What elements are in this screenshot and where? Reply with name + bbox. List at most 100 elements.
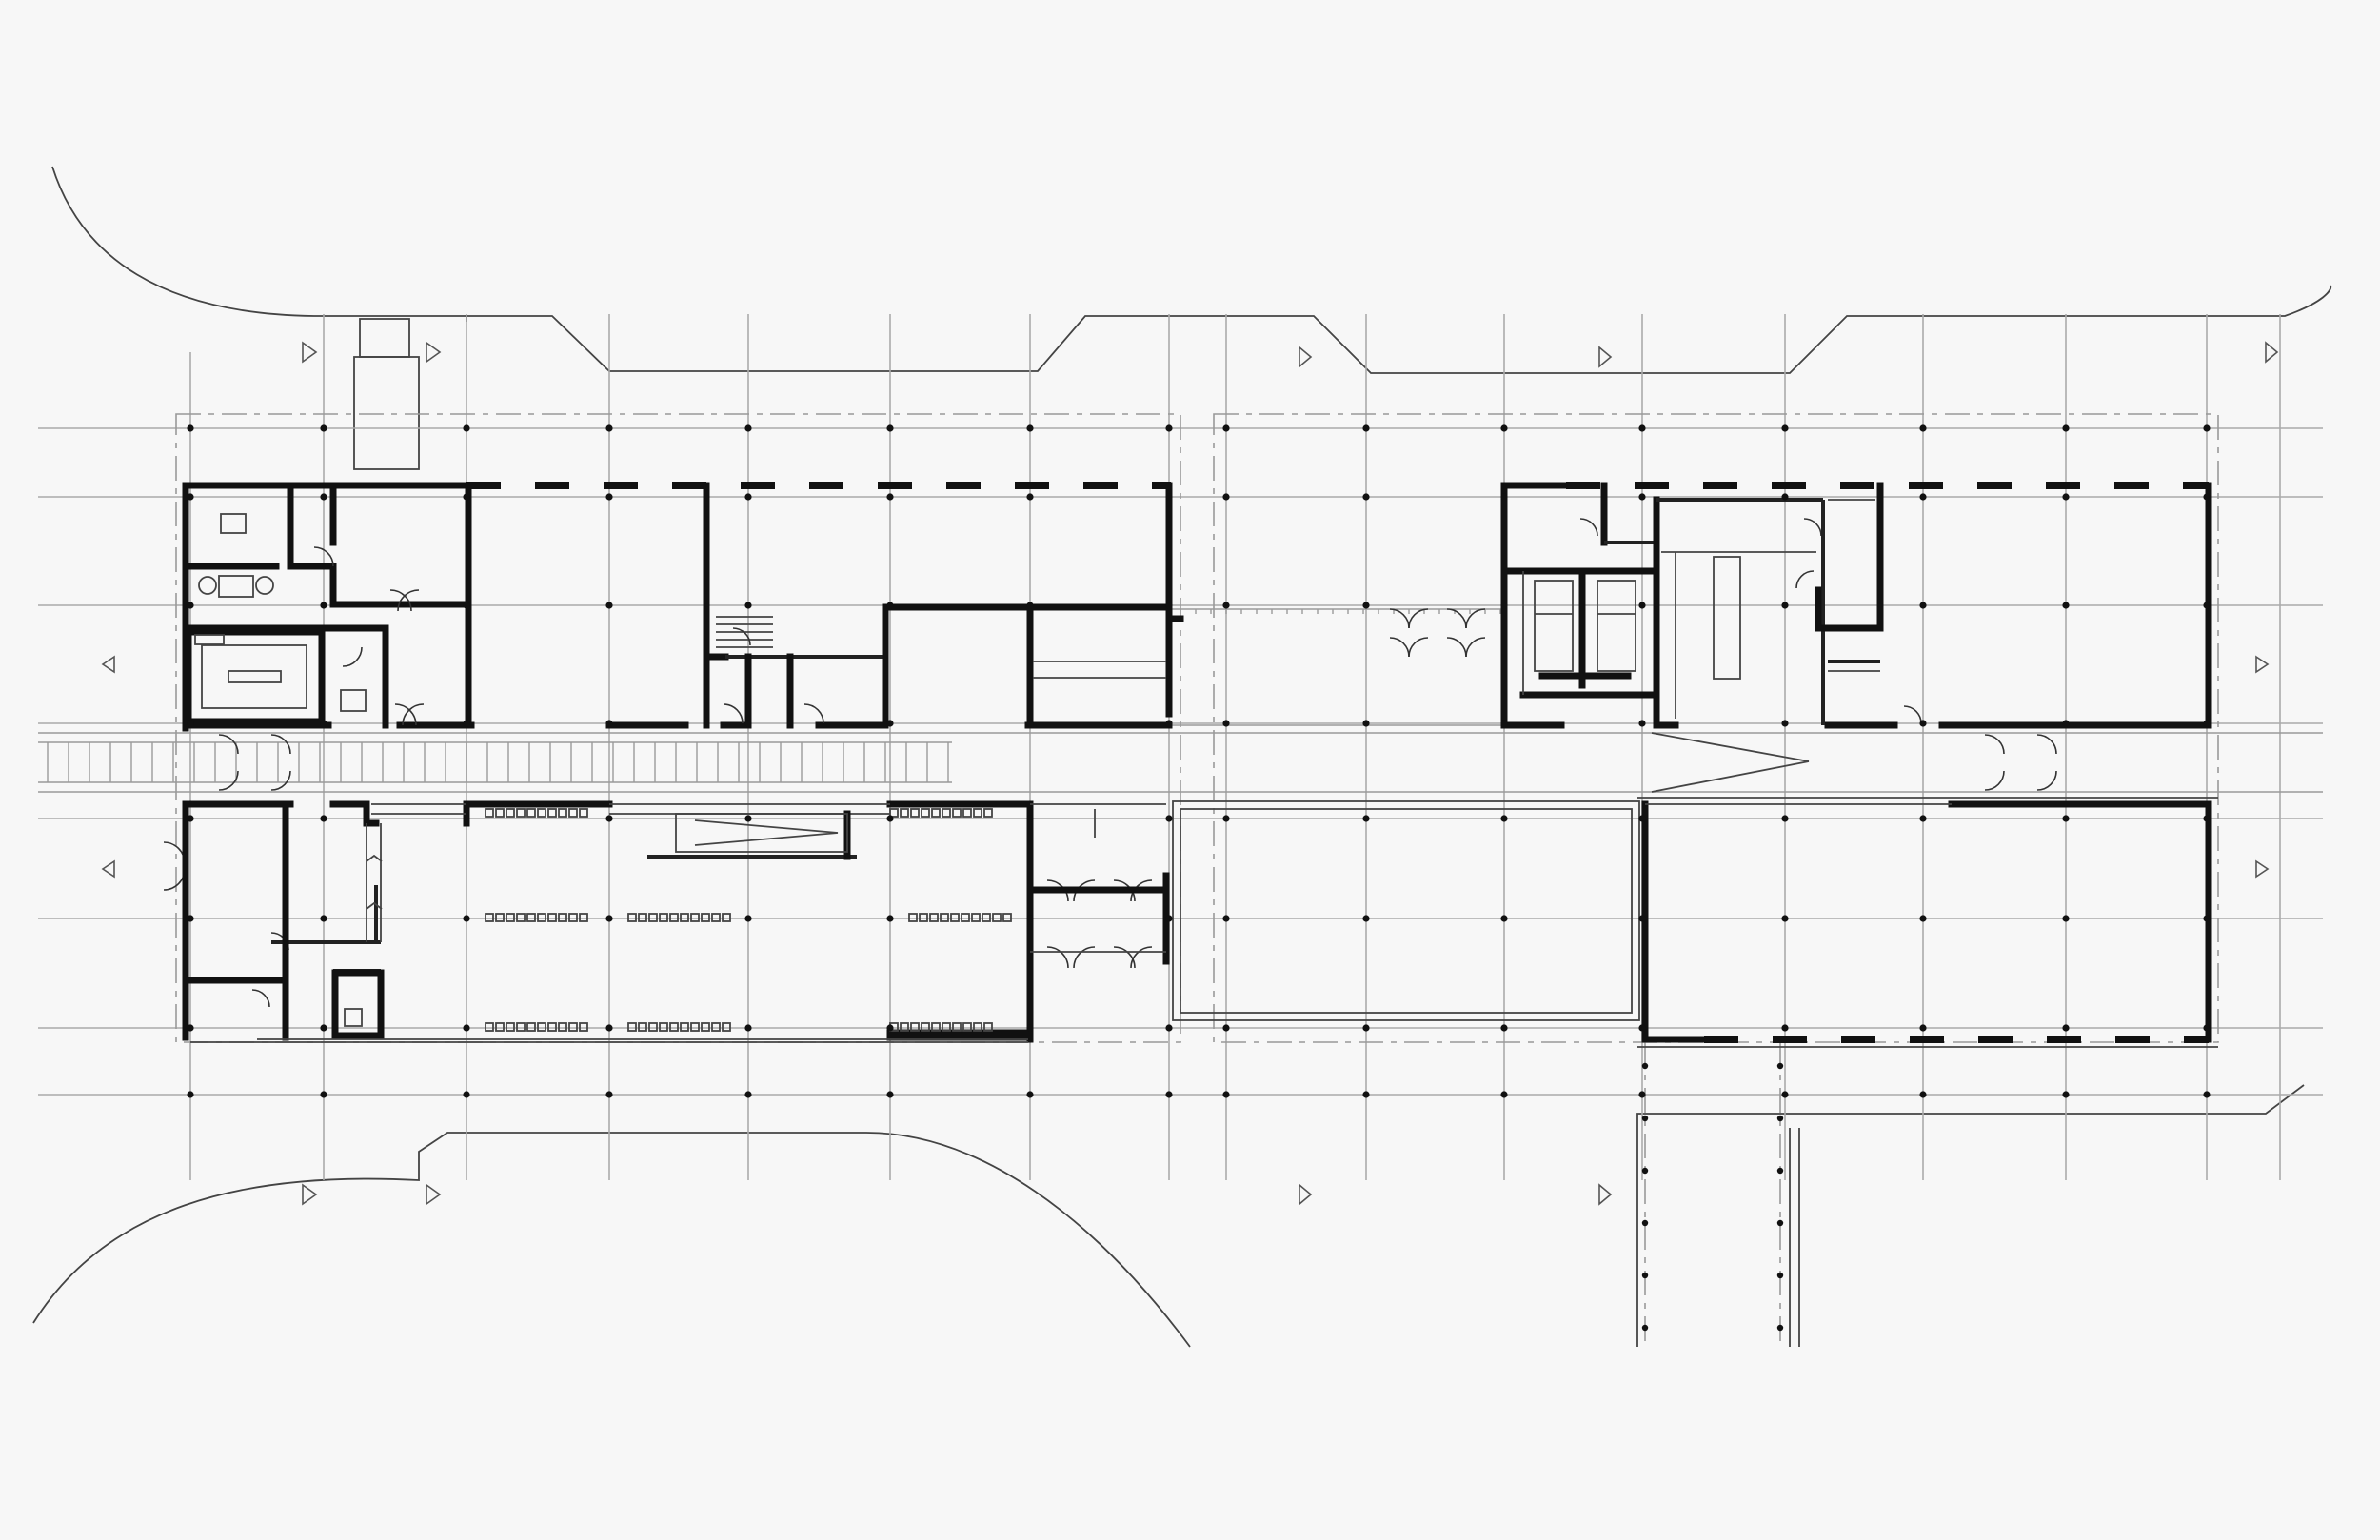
column-dot — [1638, 493, 1646, 501]
column-dot — [1919, 720, 1927, 727]
column-dot — [2062, 720, 2070, 727]
bench-seat — [690, 1022, 700, 1032]
column-dot — [463, 915, 470, 922]
column-dot — [1165, 493, 1173, 501]
column-dot — [2203, 915, 2211, 922]
bench-seat — [921, 808, 930, 818]
column-dots — [187, 424, 2211, 1332]
column-dot — [886, 815, 894, 822]
north-east-building — [1500, 482, 2212, 729]
bench-seat — [506, 913, 515, 922]
bench-seat — [982, 913, 991, 922]
column-dot — [2203, 815, 2211, 822]
column-dot — [1641, 1115, 1649, 1122]
bench-seat — [983, 808, 993, 818]
column-dot — [1638, 424, 1646, 432]
column-dot — [1919, 1091, 1927, 1098]
column-dot — [1638, 1024, 1646, 1032]
bench-seat — [910, 1022, 920, 1032]
column-dot — [1781, 1091, 1789, 1098]
column-dot — [1641, 1324, 1649, 1332]
column-dot — [463, 815, 470, 822]
column-dot — [1781, 493, 1789, 501]
column-dot — [463, 493, 470, 501]
column-dot — [1362, 1024, 1370, 1032]
column-dot — [320, 1091, 327, 1098]
roof-overhang — [175, 413, 2219, 1347]
bench-seat — [973, 1022, 982, 1032]
column-dot — [1641, 1219, 1649, 1227]
bench-seat — [722, 913, 731, 922]
bench-seat — [516, 913, 526, 922]
column-dot — [1165, 1024, 1173, 1032]
column-dot — [605, 1024, 613, 1032]
bench-seat — [627, 913, 637, 922]
bench-seat — [516, 808, 526, 818]
column-dot — [320, 815, 327, 822]
bench-seat — [537, 1022, 546, 1032]
column-dot — [1500, 602, 1508, 609]
column-dot — [2062, 493, 2070, 501]
column-dot — [1500, 1091, 1508, 1098]
column-dot — [2203, 720, 2211, 727]
column-dot — [605, 602, 613, 609]
column-dot — [1638, 915, 1646, 922]
bench-seat — [942, 1022, 951, 1032]
column-dot — [1919, 915, 1927, 922]
column-dot — [1500, 424, 1508, 432]
column-dot — [1026, 1024, 1034, 1032]
column-dot — [1776, 1324, 1784, 1332]
column-dot — [886, 720, 894, 727]
column-dot — [744, 1024, 752, 1032]
bench-seat — [537, 808, 546, 818]
bench-seat — [627, 1022, 637, 1032]
bench-seat — [506, 1022, 515, 1032]
column-dot — [320, 915, 327, 922]
bench-seat — [568, 808, 578, 818]
column-dot — [605, 424, 613, 432]
column-dot — [1781, 915, 1789, 922]
column-dot — [1500, 815, 1508, 822]
column-dot — [1165, 602, 1173, 609]
column-dot — [2062, 915, 2070, 922]
column-dot — [1362, 493, 1370, 501]
bench-seat — [921, 1022, 930, 1032]
column-dot — [744, 720, 752, 727]
column-dot — [1641, 1167, 1649, 1175]
column-dot — [1781, 424, 1789, 432]
bench-seat — [962, 1022, 972, 1032]
column-dot — [744, 424, 752, 432]
column-dot — [2062, 815, 2070, 822]
column-dot — [886, 602, 894, 609]
column-dot — [1638, 602, 1646, 609]
bench-seat — [962, 808, 972, 818]
column-dot — [605, 720, 613, 727]
column-dot — [1165, 720, 1173, 727]
column-dot — [187, 915, 194, 922]
column-dot — [605, 915, 613, 922]
column-dot — [1362, 1091, 1370, 1098]
column-dot — [1026, 1091, 1034, 1098]
bench-seat — [659, 913, 668, 922]
bench-seat — [889, 808, 899, 818]
column-dot — [320, 493, 327, 501]
site-boundary — [32, 166, 2332, 1348]
column-dot — [2203, 424, 2211, 432]
bench-seat — [701, 1022, 710, 1032]
column-dot — [2062, 1024, 2070, 1032]
column-dot — [1026, 493, 1034, 501]
walkway-ticks — [47, 609, 1501, 782]
column-dot — [1026, 915, 1034, 922]
bench-seat — [680, 1022, 689, 1032]
column-dot — [1362, 424, 1370, 432]
furniture-tables — [194, 513, 367, 712]
bench-seat — [669, 913, 679, 922]
column-dot — [1919, 1024, 1927, 1032]
column-dot — [463, 602, 470, 609]
column-dot — [1919, 424, 1927, 432]
column-dot — [2203, 1091, 2211, 1098]
bench-seat — [929, 913, 939, 922]
column-dot — [1222, 720, 1230, 727]
